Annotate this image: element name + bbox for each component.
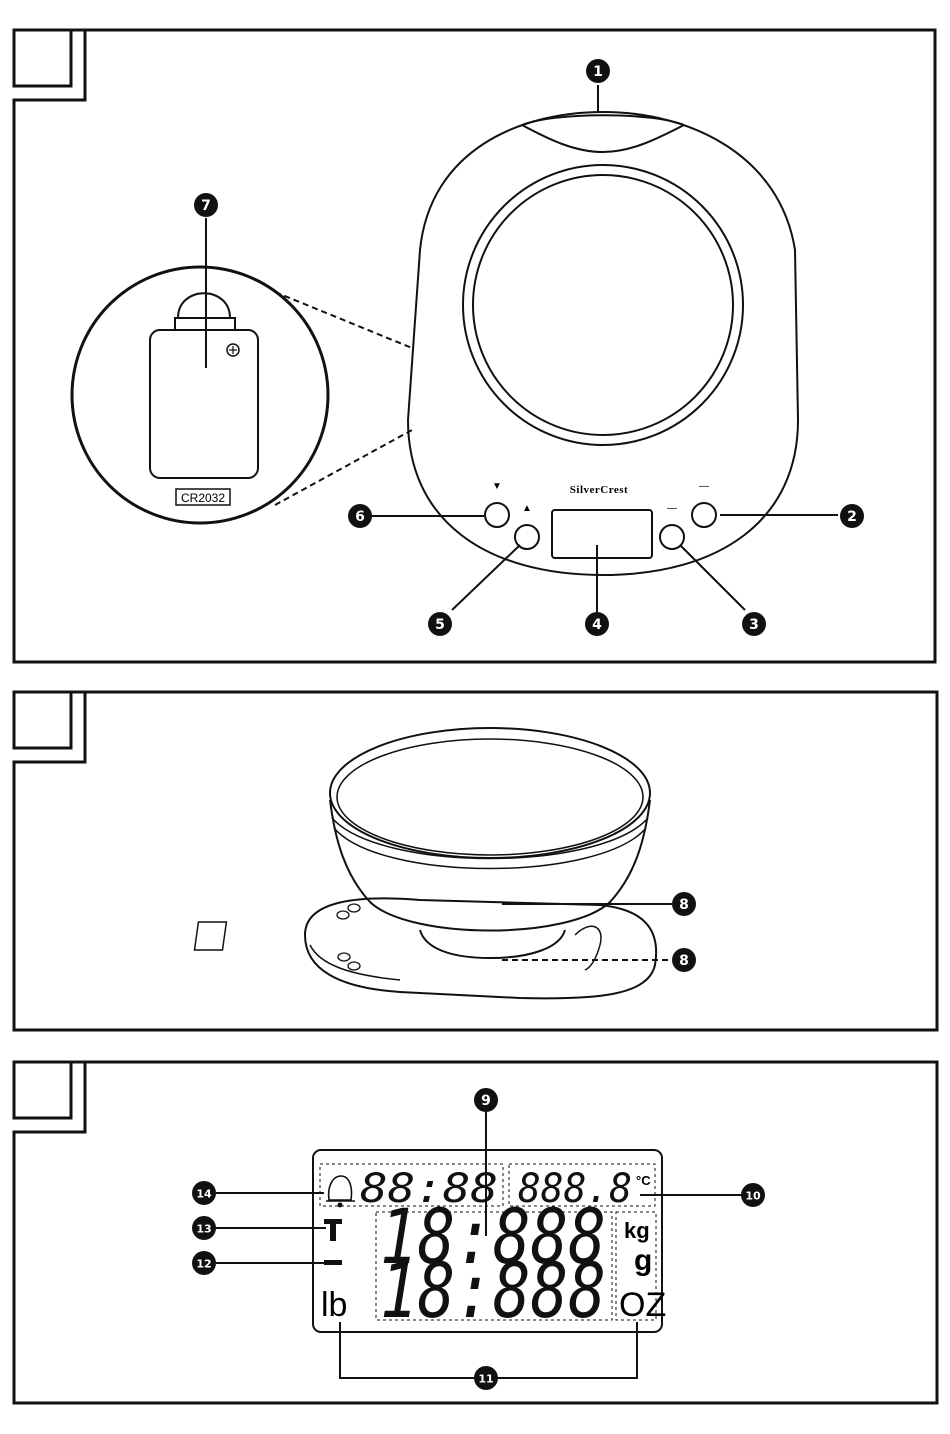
panel-1-top-view: SilverCrest ▼ ▲ — — CR2032 1 2 3 4 5 6 — [14, 30, 935, 662]
panel-1-tab-outline — [14, 30, 85, 100]
tare-button[interactable] — [692, 503, 716, 527]
scale-display — [552, 510, 652, 558]
unit-oz: OZ — [619, 1286, 666, 1324]
scale-body-outline — [408, 112, 798, 575]
callout-7: 7 — [194, 193, 218, 217]
tare-button-symbol: — — [699, 481, 709, 492]
panel-2-tab-outline — [14, 692, 85, 762]
svg-text:13: 13 — [196, 1223, 211, 1236]
callout-8a: 8 — [672, 892, 696, 916]
battery-label: CR2032 — [181, 491, 225, 505]
svg-text:14: 14 — [196, 1188, 212, 1201]
base-display — [194, 922, 226, 950]
svg-text:11: 11 — [478, 1373, 493, 1386]
svg-text:12: 12 — [196, 1258, 211, 1271]
battery-detail-circle — [72, 267, 328, 523]
main-digits-row2: 18:888 — [380, 1246, 606, 1335]
tare-indicator-icon — [324, 1219, 342, 1241]
base-handle — [575, 926, 601, 970]
bowl-foot — [420, 930, 565, 958]
weighing-platform-inner — [473, 175, 733, 435]
down-button[interactable] — [485, 503, 509, 527]
callout-13: 13 — [192, 1216, 216, 1240]
panel-3-tab-outline — [14, 1062, 85, 1132]
scale-handle — [522, 115, 684, 125]
svg-text:6: 6 — [355, 509, 365, 525]
callout-14: 14 — [192, 1181, 216, 1205]
base-button-b — [348, 904, 360, 912]
base-button-d — [348, 962, 360, 970]
panel-1-number-box — [14, 30, 71, 86]
brand-logo: SilverCrest — [570, 484, 628, 496]
weighing-platform-outer — [463, 165, 743, 445]
svg-text:2: 2 — [847, 509, 857, 525]
up-button-symbol: ▲ — [522, 503, 532, 514]
unit-button-symbol: — — [667, 503, 677, 514]
callout-12: 12 — [192, 1251, 216, 1275]
scale-base-outline — [305, 898, 656, 998]
callout-6: 6 — [348, 504, 372, 528]
alarm-bell-icon — [326, 1176, 355, 1208]
down-button-symbol: ▼ — [492, 481, 502, 492]
svg-text:8: 8 — [679, 897, 689, 913]
unit-lb: lb — [321, 1286, 347, 1324]
svg-text:4: 4 — [592, 617, 602, 633]
svg-text:8: 8 — [679, 953, 689, 969]
leader-5 — [452, 545, 520, 610]
minus-indicator-icon — [324, 1260, 342, 1265]
unit-g: g — [634, 1244, 652, 1277]
panel-2-number-box — [14, 692, 71, 748]
panel-3-number-box — [14, 1062, 71, 1118]
callout-3: 3 — [742, 612, 766, 636]
callout-10: 10 — [741, 1183, 765, 1207]
panel-2-bowl-view: 8 8 — [14, 692, 937, 1030]
panel-3-display-view: 88:88 888.8 °C 18:888 18:888 kg g OZ lb … — [14, 1062, 937, 1403]
callout-2: 2 — [840, 504, 864, 528]
base-button-a — [337, 911, 349, 919]
unit-kg: kg — [624, 1218, 650, 1243]
svg-text:5: 5 — [435, 617, 445, 633]
svg-text:7: 7 — [201, 198, 211, 214]
svg-text:1: 1 — [593, 64, 603, 80]
svg-text:3: 3 — [749, 617, 759, 633]
scale-handle-cutout — [522, 125, 684, 152]
bowl-rim-outer — [330, 728, 650, 858]
base-button-c — [338, 953, 350, 961]
callout-5: 5 — [428, 612, 452, 636]
svg-text:9: 9 — [481, 1093, 491, 1109]
callout-9: 9 — [474, 1088, 498, 1112]
celsius-unit: °C — [636, 1173, 651, 1188]
svg-text:10: 10 — [745, 1190, 761, 1203]
callout-8b: 8 — [672, 948, 696, 972]
callout-1: 1 — [586, 59, 610, 83]
callout-11: 11 — [474, 1366, 498, 1390]
callout-4: 4 — [585, 612, 609, 636]
